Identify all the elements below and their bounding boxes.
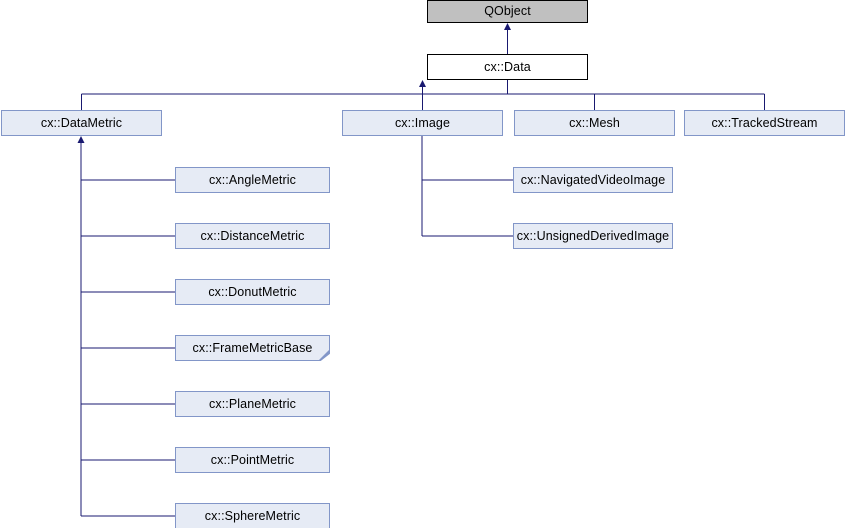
class-node-cx-pointmetric[interactable]: cx::PointMetric xyxy=(175,447,330,473)
class-node-qobject[interactable]: QObject xyxy=(427,0,588,23)
class-node-cx-navigatedvideo[interactable]: cx::NavigatedVideoImage xyxy=(513,167,673,193)
class-node-label: cx::DonutMetric xyxy=(208,284,297,299)
class-node-cx-trackedstream[interactable]: cx::TrackedStream xyxy=(684,110,845,136)
class-node-cx-framemetricbase[interactable]: cx::FrameMetricBase xyxy=(175,335,330,361)
class-node-cx-mesh[interactable]: cx::Mesh xyxy=(514,110,675,136)
class-node-label: cx::Image xyxy=(394,115,451,130)
class-node-label: cx::TrackedStream xyxy=(711,115,818,130)
folded-corner-icon xyxy=(319,350,329,360)
class-node-label: cx::UnsignedDerivedImage xyxy=(516,228,670,243)
class-node-cx-donutmetric[interactable]: cx::DonutMetric xyxy=(175,279,330,305)
class-node-label: cx::Mesh xyxy=(569,115,620,130)
arrowhead-cx-data-to-qobject xyxy=(504,23,511,30)
class-node-cx-spheremetric[interactable]: cx::SphereMetric xyxy=(175,503,330,528)
class-node-label: cx::NavigatedVideoImage xyxy=(520,172,666,187)
class-node-cx-anglemetric[interactable]: cx::AngleMetric xyxy=(175,167,330,193)
class-node-label: cx::AngleMetric xyxy=(209,172,296,187)
class-node-label: QObject xyxy=(484,4,531,19)
class-node-label: cx::PointMetric xyxy=(210,452,295,467)
class-node-cx-datametric[interactable]: cx::DataMetric xyxy=(1,110,162,136)
class-node-cx-data[interactable]: cx::Data xyxy=(427,54,588,80)
arrowhead-trunk-cx-datametric xyxy=(77,136,85,143)
class-node-label: cx::PlaneMetric xyxy=(209,396,296,411)
class-node-cx-unsignedderived[interactable]: cx::UnsignedDerivedImage xyxy=(513,223,673,249)
class-node-label: cx::SphereMetric xyxy=(204,508,301,523)
class-node-label: cx::DistanceMetric xyxy=(200,228,305,243)
class-node-cx-distancemetric[interactable]: cx::DistanceMetric xyxy=(175,223,330,249)
class-node-cx-planemetric[interactable]: cx::PlaneMetric xyxy=(175,391,330,417)
class-node-label: cx::DataMetric xyxy=(40,115,123,130)
class-node-label: cx::Data xyxy=(484,59,531,74)
class-node-cx-image[interactable]: cx::Image xyxy=(342,110,503,136)
arrowhead-cx-image-to-cx-data xyxy=(419,80,426,87)
class-node-label: cx::FrameMetricBase xyxy=(192,340,313,355)
